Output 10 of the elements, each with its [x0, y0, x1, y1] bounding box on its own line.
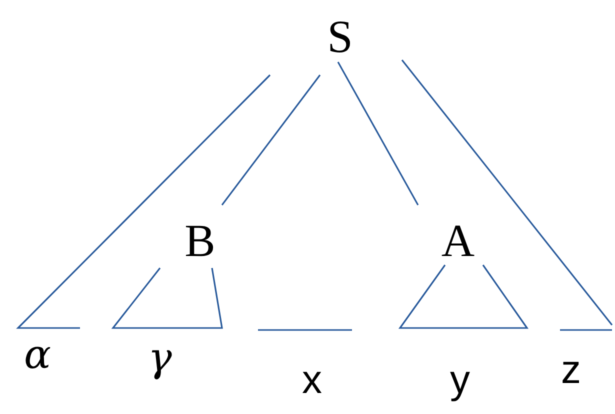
yield-symbol: γ — [148, 338, 172, 378]
tree-branch-line — [221, 74, 321, 206]
tree-branch-line — [337, 62, 419, 206]
yield-symbol: α — [24, 335, 52, 375]
yield-symbol: y — [450, 360, 470, 400]
yield-symbol: x — [302, 360, 322, 400]
tree-node-label: S — [322, 14, 358, 60]
tree-node-label: A — [440, 218, 476, 264]
tree-node-label: B — [182, 218, 218, 264]
yield-symbol: z — [561, 350, 581, 390]
